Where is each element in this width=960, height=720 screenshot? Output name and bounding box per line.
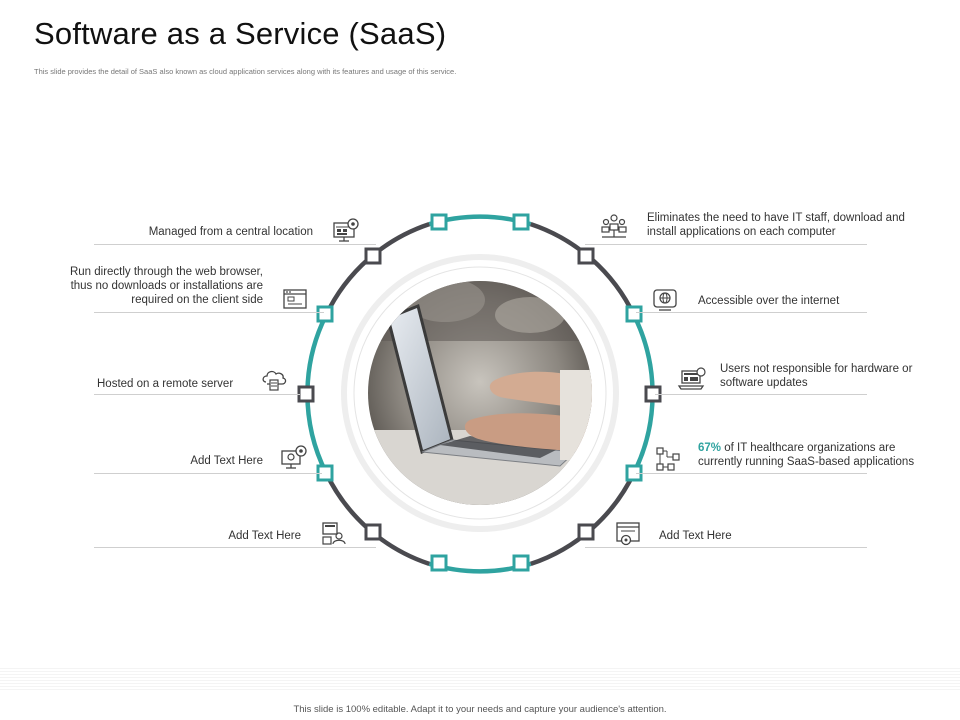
feature-divider xyxy=(94,312,324,313)
feature-divider xyxy=(94,394,300,395)
feature-right-1-text: Eliminates the need to have IT staff, do… xyxy=(647,212,905,238)
stat-description: of IT healthcare organizations are curre… xyxy=(698,442,915,468)
ring-nodes xyxy=(297,213,662,572)
browser-window-icon xyxy=(283,289,307,309)
ring-node xyxy=(364,247,382,265)
feature-divider xyxy=(585,244,867,245)
feature-divider xyxy=(94,547,376,548)
network-nodes-icon xyxy=(656,447,680,471)
ring-node xyxy=(512,213,530,231)
feature-divider xyxy=(94,244,376,245)
ring-node xyxy=(577,247,595,265)
footer-band xyxy=(0,668,960,690)
feature-left-1-text: Managed from a central location xyxy=(148,226,313,238)
feature-right-2-text: Accessible over the internet xyxy=(698,295,840,307)
ring-node xyxy=(297,385,315,403)
internet-globe-icon xyxy=(653,289,677,311)
ring-node xyxy=(577,523,595,541)
ring-node xyxy=(316,305,334,323)
page-subtitle: This slide provides the detail of SaaS a… xyxy=(34,67,457,76)
web-settings-icon xyxy=(616,522,640,546)
feature-divider xyxy=(585,547,867,548)
ring-node xyxy=(364,523,382,541)
feature-right-4-text: 67% of IT healthcare organizations are c… xyxy=(698,441,938,469)
feature-left-2-text: Run directly through the web browser, th… xyxy=(69,266,263,306)
ring-node xyxy=(430,213,448,231)
page-title: Software as a Service (SaaS) xyxy=(34,16,447,51)
feature-left-5-text: Add Text Here xyxy=(228,530,301,542)
settings-monitor-icon xyxy=(281,445,307,469)
footer-note: This slide is 100% editable. Adapt it to… xyxy=(293,704,667,715)
laptop-update-icon xyxy=(677,367,706,390)
feature-divider xyxy=(636,473,867,474)
user-devices-icon xyxy=(322,522,346,545)
ring-node xyxy=(430,554,448,572)
feature-divider xyxy=(94,473,322,474)
laptop-typing-photo xyxy=(368,281,592,505)
feature-right-5-text: Add Text Here xyxy=(659,530,732,542)
monitor-gear-icon xyxy=(333,218,359,242)
feature-divider xyxy=(655,394,867,395)
stat-percentage: 67% xyxy=(698,442,722,454)
feature-right-3-text: Users not responsible for hardware or so… xyxy=(720,363,913,389)
feature-divider xyxy=(636,312,867,313)
ring-node xyxy=(512,554,530,572)
feature-left-4-text: Add Text Here xyxy=(190,455,263,467)
feature-left-3-text: Hosted on a remote server xyxy=(97,378,234,390)
cloud-server-icon xyxy=(262,370,287,391)
ring-node xyxy=(625,305,643,323)
team-computers-icon xyxy=(601,214,627,238)
